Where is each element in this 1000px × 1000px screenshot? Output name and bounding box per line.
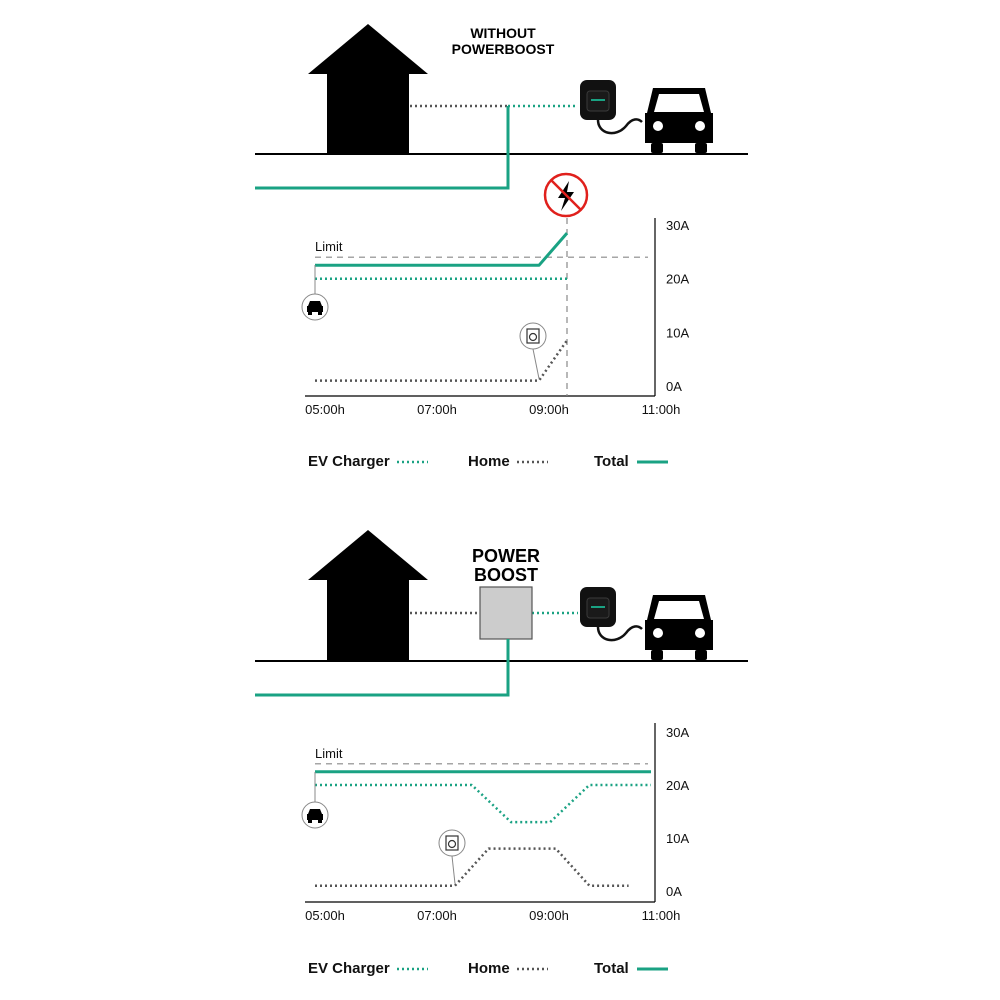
legend-ev-charger: EV Charger (308, 453, 390, 470)
wallbox-charger-icon (578, 78, 644, 135)
car-marker-wheel (318, 820, 322, 823)
car-marker-icon (301, 293, 329, 321)
washer-marker-body (445, 835, 459, 851)
x-tick-label: 11:00h (642, 908, 681, 923)
powerboost-box (479, 586, 533, 640)
top-chart: 30A 20A 10A 0A 05:00h 07:00h 09:00h 11:00h Limit (301, 218, 689, 417)
legend-ev-charger: EV Charger (308, 960, 390, 977)
legend-total: Total (594, 960, 629, 977)
series-total (315, 232, 569, 267)
x-tick-label: 09:00h (529, 402, 569, 417)
car-marker-icon (301, 801, 329, 829)
bottom-title-line2: BOOST (474, 565, 538, 585)
washer-marker-circle (438, 829, 466, 857)
y-tick-label: 0A (666, 884, 682, 899)
y-tick-label: 30A (666, 218, 689, 233)
y-tick-label: 20A (666, 272, 689, 287)
bottom-title-line1: POWER (472, 546, 540, 566)
house-icon (308, 24, 428, 154)
washing-machine-icon (519, 322, 547, 350)
no-lightning-icon (543, 172, 589, 218)
x-tick-label: 07:00h (417, 908, 457, 923)
series-ev-charger (315, 783, 651, 824)
x-tick-label: 09:00h (529, 908, 569, 923)
series-home (315, 847, 629, 887)
x-tick-label: 05:00h (305, 402, 345, 417)
washer-marker-body (526, 328, 540, 344)
x-tick-label: 07:00h (417, 402, 457, 417)
car-icon (645, 88, 713, 153)
car-marker-body (307, 301, 323, 312)
house-icon (308, 530, 428, 660)
car-marker-body (307, 809, 323, 820)
x-tick-label: 05:00h (305, 908, 345, 923)
x-tick-label: 11:00h (642, 402, 681, 417)
top-title-line1: WITHOUT (470, 25, 536, 41)
washer-marker-line (532, 348, 540, 379)
series-home (315, 339, 569, 382)
bottom-legend: EV Charger Home Total (308, 960, 668, 977)
top-title-line2: POWERBOOST (452, 41, 555, 57)
grid-supply-line (255, 106, 510, 190)
y-tick-label: 10A (666, 325, 689, 340)
limit-label: Limit (315, 746, 343, 761)
grid-supply-line (255, 639, 510, 697)
legend-home: Home (468, 960, 510, 977)
washer-marker-drum (447, 839, 457, 849)
car-marker-wheel (308, 312, 312, 315)
car-icon (645, 595, 713, 660)
washing-machine-icon (438, 829, 466, 857)
y-tick-label: 20A (666, 778, 689, 793)
legend-total: Total (594, 453, 629, 470)
wallbox-charger-icon (578, 585, 644, 642)
car-marker-wheel (318, 312, 322, 315)
y-tick-label: 0A (666, 379, 682, 394)
washer-marker-drum (528, 332, 538, 342)
bottom-chart: 30A 20A 10A 0A 05:00h 07:00h 09:00h 11:00h Limit (301, 723, 689, 923)
washer-marker-circle (519, 322, 547, 350)
top-legend: EV Charger Home Total (308, 453, 668, 470)
y-tick-label: 30A (666, 725, 689, 740)
top-scene: WITHOUT POWERBOOST (255, 24, 748, 218)
legend-home: Home (468, 453, 510, 470)
car-marker-wheel (308, 820, 312, 823)
y-tick-label: 10A (666, 831, 689, 846)
bottom-scene: POWER BOOST (255, 530, 748, 697)
washer-marker-line (451, 855, 456, 884)
limit-label: Limit (315, 239, 343, 254)
